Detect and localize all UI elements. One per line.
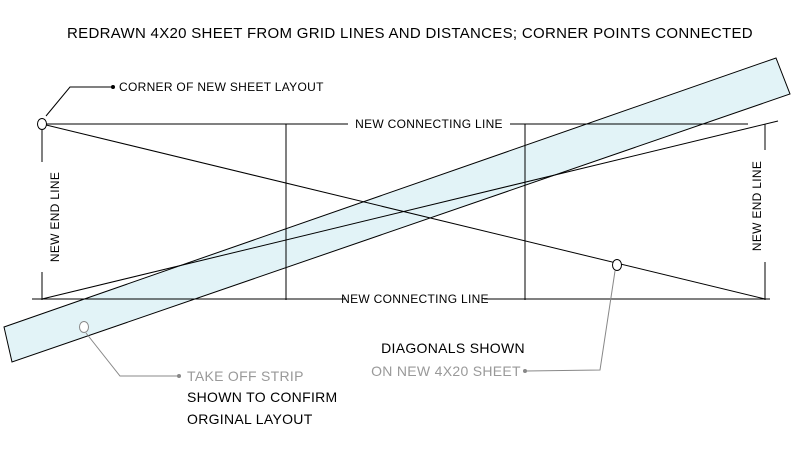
diagonals-callout-dot [523, 369, 527, 373]
diagonals-note-line-1: DIAGONALS SHOWN [381, 340, 525, 356]
left-end-label: NEW END LINE [48, 172, 62, 262]
bottom-connecting-label: NEW CONNECTING LINE [341, 292, 489, 306]
diagonal-bottom-left-to-top-right [41, 120, 779, 300]
diagonals-callout-leader [525, 270, 616, 372]
take-off-note-line-3: ORGINAL LAYOUT [187, 411, 313, 427]
diagram-title: REDRAWN 4X20 SHEET FROM GRID LINES AND D… [67, 25, 753, 42]
take-off-callout-leader [85, 332, 178, 377]
strip-marker [79, 321, 89, 333]
take-off-note-line-2: SHOWN TO CONFIRM [187, 389, 338, 405]
corner-marker [37, 118, 47, 130]
take-off-note-line-1: TAKE OFF STRIP [187, 368, 304, 384]
take-off-callout-dot [177, 374, 181, 378]
diagonal-marker [612, 259, 622, 271]
corner-label: CORNER OF NEW SHEET LAYOUT [119, 80, 324, 94]
top-connecting-label: NEW CONNECTING LINE [355, 117, 503, 131]
corner-callout-dot [111, 85, 115, 89]
diagonals-note-line-2: ON NEW 4X20 SHEET [371, 363, 521, 379]
right-end-label: NEW END LINE [750, 161, 764, 251]
corner-callout-leader [45, 86, 112, 117]
